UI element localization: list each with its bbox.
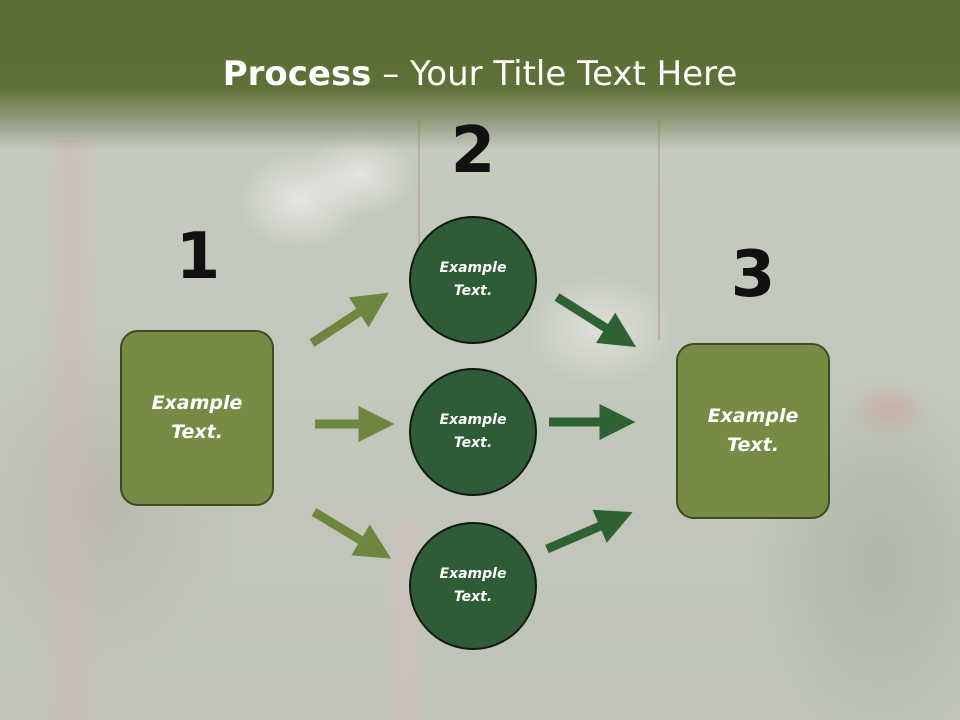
circle-text: Example Text. <box>439 412 507 451</box>
circle-text: Example Text. <box>439 566 507 605</box>
hanging-rope <box>658 120 660 340</box>
hanging-rope <box>418 120 420 280</box>
process-circle-top: Example Text. <box>409 216 537 344</box>
output-box: Example Text. <box>676 343 830 519</box>
output-box-text: Example Text. <box>707 405 799 456</box>
step-number-1: 1 <box>175 220 221 294</box>
title-banner <box>0 0 960 150</box>
input-box: Example Text. <box>120 330 274 506</box>
process-circle-middle: Example Text. <box>409 368 537 496</box>
tree-trunk <box>40 140 100 720</box>
title-rest: – Your Title Text Here <box>371 54 738 94</box>
slide-title: Process – Your Title Text Here <box>0 52 960 96</box>
step-number-2: 2 <box>450 114 496 188</box>
title-bold: Process <box>222 54 372 94</box>
circle-text: Example Text. <box>439 260 507 299</box>
step-number-3: 3 <box>730 238 776 312</box>
process-circle-bottom: Example Text. <box>409 522 537 650</box>
input-box-text: Example Text. <box>151 392 243 443</box>
